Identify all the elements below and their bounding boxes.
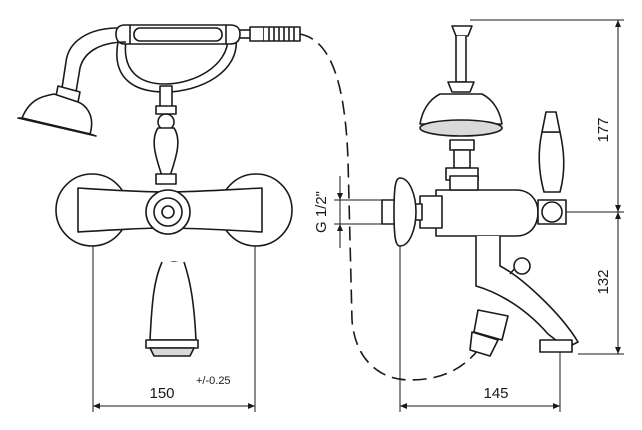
dimension-labels: 150 +/-0.25 145 177 132 G 1/2" xyxy=(149,117,612,402)
dimension-lines xyxy=(93,20,621,409)
riser-stem xyxy=(153,85,179,185)
diverter-knob xyxy=(145,189,191,235)
showerhead-side xyxy=(419,93,503,137)
handset-body xyxy=(115,24,301,45)
lower-spout-front xyxy=(145,261,199,357)
showerhead-front xyxy=(17,85,97,137)
thread-size-label: G 1/2" xyxy=(313,191,330,233)
spout-side xyxy=(475,236,579,353)
handset-neck xyxy=(61,27,127,93)
side-view xyxy=(334,19,624,412)
side-handle xyxy=(537,111,567,225)
mixer-body-side xyxy=(381,175,539,247)
front-view xyxy=(17,24,301,412)
handset-hook-side xyxy=(447,25,475,93)
hose-path xyxy=(299,33,479,381)
dim-150-tolerance: +/-0.25 xyxy=(196,375,231,387)
dim-150-label: 150 xyxy=(149,385,174,402)
hose-connector xyxy=(469,309,509,357)
dim-132-label: 132 xyxy=(595,269,612,294)
dim-145-label: 145 xyxy=(483,385,508,402)
dim-177-label: 177 xyxy=(595,117,612,142)
riser-side xyxy=(445,139,479,181)
